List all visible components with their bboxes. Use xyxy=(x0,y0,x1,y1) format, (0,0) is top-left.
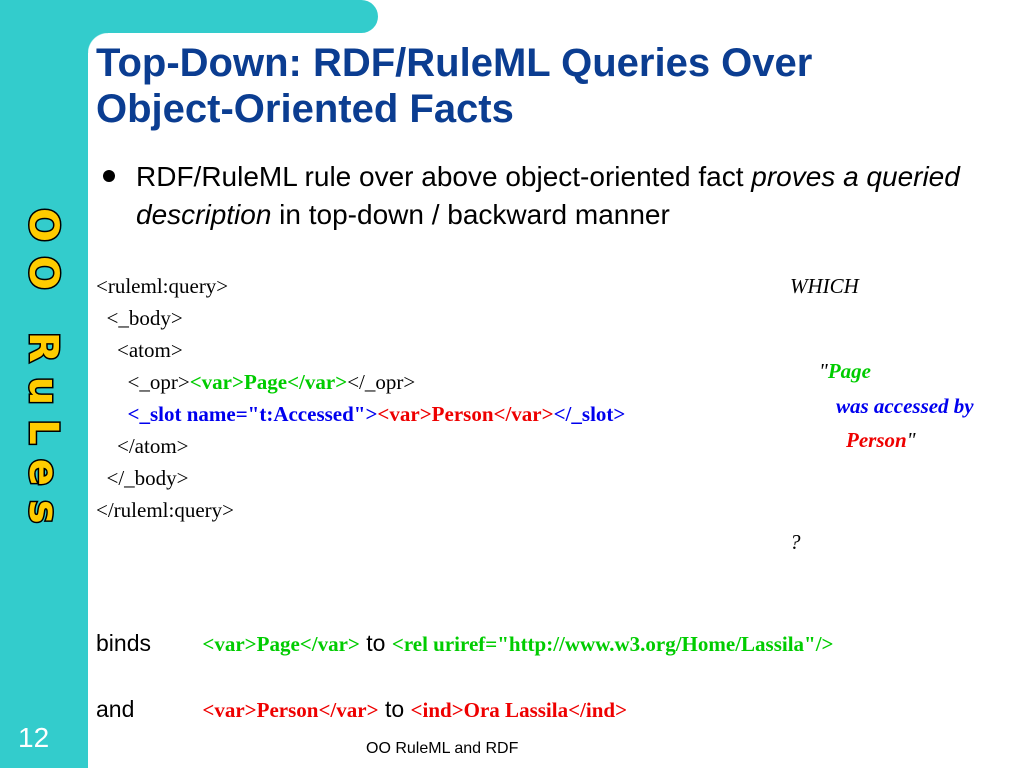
gloss-which: WHICH xyxy=(790,274,859,298)
gloss-accessed-by: was accessed by xyxy=(836,394,974,418)
and-word: and xyxy=(96,696,135,722)
bullet-text-after: in top-down / backward manner xyxy=(271,199,670,230)
binding-value-individual: <ind>Ora Lassila</ind> xyxy=(410,698,628,722)
binds-word: binds xyxy=(96,630,151,656)
footer-text: OO RuleML and RDF xyxy=(366,740,519,757)
sidebar-corner xyxy=(88,33,108,53)
binding-row-person: and <var>Person</var> to <ind>Ora Lassil… xyxy=(96,693,627,726)
slot-open-tag: <_slot name="t:Accessed"> xyxy=(96,402,378,426)
top-band xyxy=(0,0,378,33)
gloss-person: Person xyxy=(846,428,907,452)
page-title: Top-Down: RDF/RuleML Queries Over Object… xyxy=(96,40,996,132)
gloss-person-line: Person" xyxy=(846,423,916,457)
code-line: </ruleml:query> xyxy=(96,498,234,522)
opr-close-tag: </_opr> xyxy=(347,370,416,394)
binding-to: to xyxy=(366,630,386,656)
bullet-text-before: RDF/RuleML rule over above object-orient… xyxy=(136,161,752,192)
title-line-2: Object-Oriented Facts xyxy=(96,87,514,131)
code-line: <ruleml:query> xyxy=(96,274,229,298)
bullet-text-italic: proves a queried description xyxy=(136,161,960,230)
code-line: <atom> xyxy=(96,338,183,362)
binding-value-uriref: <rel uriref="http://www.w3.org/Home/Lass… xyxy=(391,632,834,656)
code-line: <_body> xyxy=(96,306,183,330)
gloss-page-line: "Page xyxy=(819,354,871,388)
code-line: <_slot name="t:Accessed"><var>Person</va… xyxy=(96,398,626,430)
code-line: </_body> xyxy=(96,466,189,490)
page-var: <var>Page</var> xyxy=(189,370,348,394)
gloss-page: Page xyxy=(827,359,871,383)
binding-var-page: <var>Page</var> xyxy=(202,632,360,656)
ruleml-query-code: <ruleml:query> <_body> <atom> <_opr><var… xyxy=(96,270,625,526)
side-title-decoration: OO RuLes xyxy=(19,207,68,540)
slot-close-tag: </_slot> xyxy=(553,402,626,426)
opr-open-tag: <_opr> xyxy=(96,370,190,394)
binding-to: to xyxy=(384,696,405,722)
bullet-text: RDF/RuleML rule over above object-orient… xyxy=(136,158,1006,234)
gloss-quote-open: " xyxy=(819,359,828,383)
gloss-question: ? xyxy=(790,530,801,554)
gloss-quote-close: " xyxy=(906,428,916,452)
binding-row-page: binds <var>Page</var> to <rel uriref="ht… xyxy=(96,627,834,660)
bullet-dot xyxy=(103,170,115,182)
code-line: </atom> xyxy=(96,434,189,458)
sidebar xyxy=(0,0,88,768)
page-number: 12 xyxy=(18,722,50,753)
title-line-1: Top-Down: RDF/RuleML Queries Over xyxy=(96,41,813,85)
person-var: <var>Person</var> xyxy=(377,402,554,426)
binding-var-person: <var>Person</var> xyxy=(202,698,379,722)
code-line: <_opr><var>Page</var></_opr> xyxy=(96,366,625,398)
side-title: OO RuLes xyxy=(20,208,66,538)
